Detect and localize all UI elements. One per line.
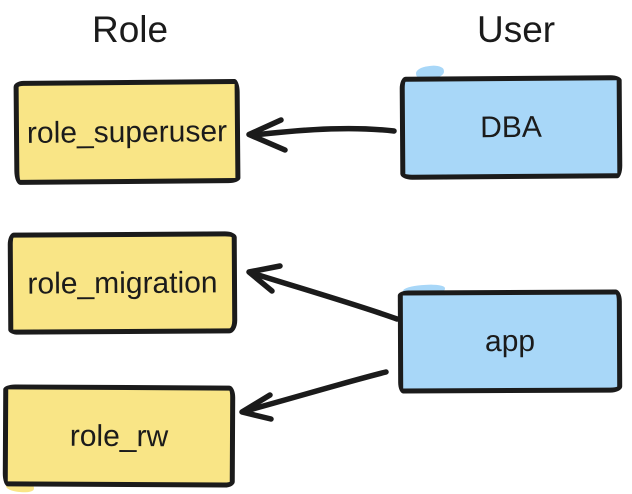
node-role-rw: role_rw bbox=[2, 384, 236, 488]
node-label: app bbox=[484, 324, 536, 359]
arrow-head bbox=[239, 392, 274, 422]
arrow-head bbox=[246, 263, 283, 294]
arrow-app-to-role-rw bbox=[239, 369, 389, 422]
node-label: role_migration bbox=[27, 265, 218, 301]
arrow-head bbox=[246, 117, 288, 153]
node-label: DBA bbox=[480, 110, 542, 145]
node-role-migration: role_migration bbox=[7, 231, 238, 335]
arrow-shaft bbox=[246, 369, 389, 413]
arrow-shaft bbox=[251, 125, 397, 138]
arrow-dba-to-role-superuser bbox=[246, 117, 397, 153]
node-dba: DBA bbox=[399, 75, 623, 180]
column-title-user: User bbox=[477, 9, 556, 50]
node-role-superuser: role_superuser bbox=[13, 79, 241, 185]
arrow-app-to-role-migration bbox=[246, 263, 400, 322]
column-title-role: Role bbox=[92, 9, 169, 50]
node-app: app bbox=[397, 289, 623, 394]
node-label: role_rw bbox=[69, 419, 169, 453]
arrow-shaft bbox=[252, 271, 400, 322]
node-label: role_superuser bbox=[26, 114, 228, 150]
